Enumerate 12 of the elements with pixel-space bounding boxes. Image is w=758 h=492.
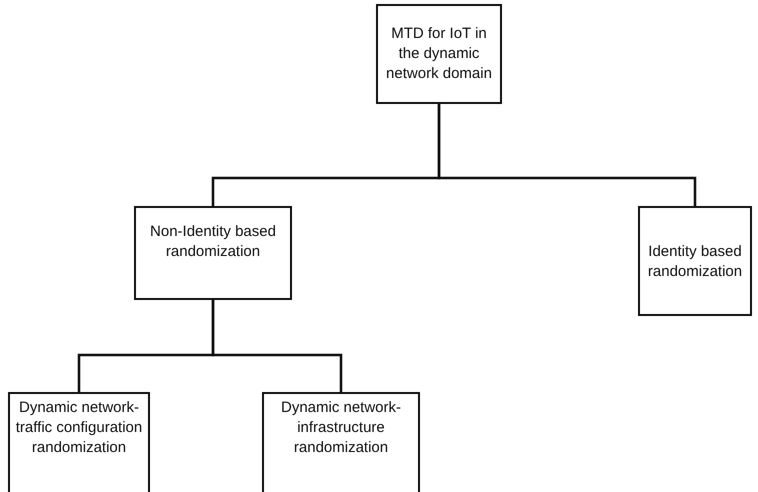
tree-box	[8, 392, 150, 492]
tree-box	[638, 206, 752, 316]
box-label: Dynamic network-infrastructure randomization	[280, 398, 402, 458]
connector-line	[438, 104, 696, 206]
box-label: Dynamic network-traffic configuration randomization	[14, 398, 144, 458]
tree-box	[134, 206, 292, 300]
tree-box	[376, 4, 502, 104]
tree-box	[262, 392, 420, 492]
box-label: Identity based randomization	[646, 242, 744, 282]
box-label: MTD for IoT in the dynamic network domain	[385, 24, 493, 84]
connector-line	[212, 300, 342, 392]
box-label: Non-Identity based randomization	[149, 222, 277, 262]
